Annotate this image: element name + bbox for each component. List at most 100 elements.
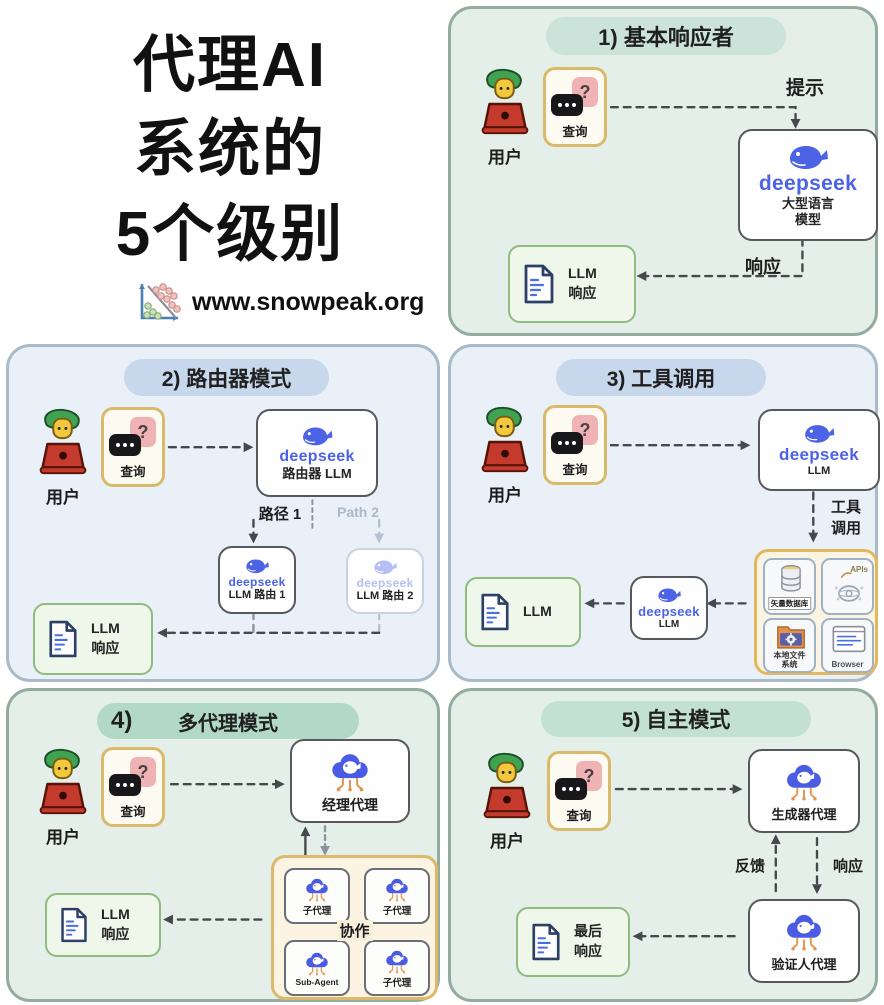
sub-agent-box: 子代理: [284, 868, 350, 924]
deepseek-llm-box: deepseek LLM: [758, 409, 880, 491]
user-label: 用户: [490, 832, 524, 851]
browser-icon: [831, 625, 867, 653]
response-arrow-label: 响应: [745, 257, 781, 277]
path2-label: Path 2: [336, 504, 379, 520]
validator-agent-label: 验证人代理: [771, 957, 837, 972]
scatter-plot-logo-icon: [134, 278, 184, 326]
final-response-label: 最后响应: [574, 923, 602, 959]
panel4-title: 4) 多代理模式: [97, 703, 359, 739]
user-label: 用户: [488, 148, 522, 167]
query-box: ? 查询: [547, 751, 611, 831]
user-icon: [477, 751, 537, 823]
llm-label: LLM: [658, 618, 680, 630]
query-box: ? 查询: [101, 407, 165, 487]
deepseek-whale-icon: [786, 142, 830, 172]
deepseek-wordmark: deepseek: [228, 575, 286, 590]
user-icon: [475, 67, 535, 139]
sub-agent-label: 子代理: [302, 906, 332, 917]
apis-label: APIs: [850, 565, 868, 574]
agent-cloud-icon: [782, 759, 826, 803]
sub-agent-label: Sub-Agent: [295, 977, 339, 987]
route2-label: LLM 路由 2: [356, 590, 414, 603]
chat-bubble-icon: [109, 434, 141, 456]
user-icon: [33, 407, 93, 479]
website-row: www.snowpeak.org: [134, 278, 424, 326]
panel4-title-number: 4): [111, 707, 133, 734]
user-label: 用户: [488, 486, 522, 505]
query-label: 查询: [120, 465, 146, 479]
tool-local-file-system: 本地文件系统: [763, 618, 816, 673]
panel-router-pattern: 2) 路由器模式 用户 ? 查询 deepseek 路由器 LLM 路径 1 P…: [6, 344, 440, 682]
deepseek-wordmark: deepseek: [638, 603, 700, 619]
query-box: ? 查询: [543, 405, 607, 485]
llm-response-box: LLM 响应: [465, 577, 581, 647]
apis-icon: [829, 568, 869, 608]
document-icon: [530, 921, 562, 963]
tool-browser: Browser: [821, 618, 874, 673]
user-label: 用户: [46, 828, 80, 847]
browser-label: Browser: [831, 659, 864, 669]
deepseek-wordmark: deepseek: [356, 576, 414, 591]
manager-agent-label: 经理代理: [322, 796, 378, 813]
path1-label: 路径 1: [258, 506, 302, 523]
agent-cloud-icon: [782, 909, 826, 953]
panel2-title: 2) 路由器模式: [124, 359, 329, 396]
router-label: 路由器 LLM: [282, 466, 352, 482]
agent-cloud-icon: [303, 949, 331, 977]
user-icon: [33, 747, 93, 819]
chat-bubble-icon: [109, 774, 141, 796]
validator-agent-box: 验证人代理: [748, 899, 860, 983]
question-bubble-icon: ?: [572, 415, 598, 445]
tool-apis: APIs: [821, 558, 874, 615]
panel5-title: 5) 自主模式: [541, 701, 811, 737]
deepseek-llm-box-2: deepseek LLM: [630, 576, 708, 640]
panel-tool-calling: 3) 工具调用 用户 ? 查询 deepseek LLM 工具调用 矢量数据库 …: [448, 344, 880, 682]
route1-label: LLM 路由 1: [228, 589, 286, 602]
deepseek-wordmark: deepseek: [279, 448, 355, 466]
llm-label: LLM: [807, 464, 831, 477]
llm-route1-box: deepseek LLM 路由 1: [218, 546, 296, 614]
sub-agent-box: 子代理: [364, 940, 430, 996]
panel-autonomous-pattern: 5) 自主模式 用户 ? 查询 生成器代理 反馈 响应 验证人代理 最后响应: [448, 688, 878, 1002]
document-icon: [522, 262, 556, 306]
query-label: 查询: [566, 809, 592, 823]
response-arrow-label: 响应: [833, 858, 864, 875]
query-box: ? 查询: [543, 67, 607, 147]
panel3-title: 3) 工具调用: [556, 359, 766, 396]
title-line-3: 5个级别: [115, 199, 345, 269]
llm-response-label: LLM 响应: [523, 603, 552, 620]
query-label: 查询: [120, 805, 146, 819]
manager-agent-box: 经理代理: [290, 739, 410, 823]
document-icon: [479, 591, 511, 633]
title-line-1: 代理AI: [132, 31, 327, 100]
tool-call-label: 工具调用: [831, 499, 862, 537]
deepseek-whale-icon: [802, 422, 836, 445]
generator-agent-box: 生成器代理: [748, 749, 860, 833]
panel-multi-agent-pattern: 4) 多代理模式 用户 ? 查询 经理代理 子代理 子代理 Sub-Agent …: [6, 688, 440, 1002]
deepseek-whale-icon: [656, 586, 682, 604]
deepseek-llm-box: deepseek 大型语言模型: [738, 129, 878, 241]
tools-box: 矢量数据库 APIs 本地文件系统 Browser: [754, 549, 878, 675]
feedback-arrow-label: 反馈: [735, 858, 766, 875]
query-label: 查询: [562, 463, 588, 477]
user-icon: [475, 405, 535, 477]
tool-vector-db: 矢量数据库: [763, 558, 816, 615]
deepseek-wordmark: deepseek: [758, 172, 858, 196]
agent-cloud-icon: [383, 875, 411, 903]
deepseek-whale-icon: [300, 424, 334, 448]
query-box: ? 查询: [101, 747, 165, 827]
page-title: 代理AI 系统的 5个级别: [30, 24, 430, 277]
chat-bubble-icon: [555, 778, 587, 800]
model-name: 大型语言模型: [781, 196, 834, 227]
generator-agent-label: 生成器代理: [771, 807, 837, 822]
prompt-arrow-label: 提示: [785, 78, 824, 99]
sub-agent-label: 子代理: [382, 906, 412, 917]
sub-agent-cluster: 子代理 子代理 Sub-Agent 子代理 协作: [271, 855, 438, 1000]
sub-agent-box: Sub-Agent: [284, 940, 350, 996]
deepseek-wordmark: deepseek: [779, 444, 859, 464]
